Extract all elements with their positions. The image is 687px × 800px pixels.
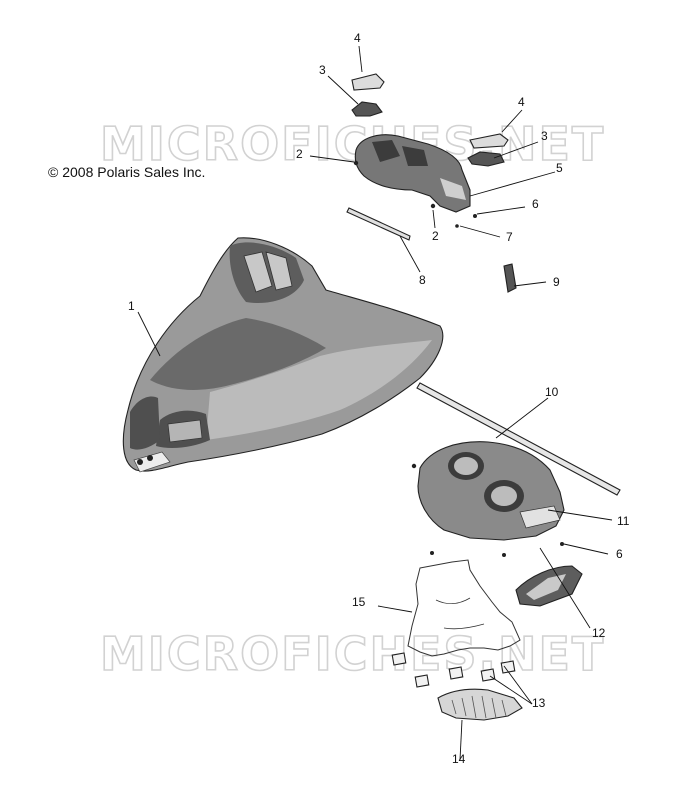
svg-text:MICROFICHES.NET: MICROFICHES.NET xyxy=(100,117,605,171)
callout-14: 14 xyxy=(452,752,466,766)
callout-12: 12 xyxy=(592,626,606,640)
copyright-notice: © 2008 Polaris Sales Inc. xyxy=(48,164,206,180)
callout-15: 15 xyxy=(352,595,366,609)
trim-bracket-3b xyxy=(467,151,505,167)
rivet-6b xyxy=(560,542,564,546)
trim-strip-8 xyxy=(346,207,411,241)
callout-13: 13 xyxy=(532,696,546,710)
inner-panel-part xyxy=(411,441,565,557)
vent-duct-12 xyxy=(515,565,583,607)
callout-5: 5 xyxy=(556,161,563,175)
callout-3b: 3 xyxy=(541,129,548,143)
watermark-bottom: MICROFICHES.NET xyxy=(99,626,605,682)
callout-11: 11 xyxy=(617,514,630,528)
callout-6a: 6 xyxy=(532,197,539,211)
callout-4a: 4 xyxy=(354,31,361,45)
grille-14 xyxy=(437,688,523,721)
trim-cap-4b xyxy=(469,133,509,149)
dash-panel-part xyxy=(354,134,471,213)
screw-2b xyxy=(430,203,436,209)
rivet-6a xyxy=(473,214,477,218)
callout-3a: 3 xyxy=(319,63,326,77)
callout-8: 8 xyxy=(419,273,426,287)
watermark-top: MICROFICHES.NET xyxy=(99,116,605,172)
latch-9 xyxy=(503,263,517,293)
callout-9: 9 xyxy=(553,275,560,289)
callout-1: 1 xyxy=(128,299,135,313)
leader-lines xyxy=(137,45,613,761)
clip-7 xyxy=(455,224,459,228)
screw-2a xyxy=(353,160,359,166)
callout-numbers: 4 3 4 3 2 5 6 2 7 8 9 1 10 11 6 15 12 13… xyxy=(128,31,630,766)
callout-6b: 6 xyxy=(616,547,623,561)
liner-part-15 xyxy=(407,559,521,657)
callout-2a: 2 xyxy=(296,147,303,161)
trim-bracket-3a xyxy=(351,101,383,117)
hood-part xyxy=(122,237,444,473)
foam-pads-13 xyxy=(391,652,516,688)
callout-7: 7 xyxy=(506,230,513,244)
callout-10: 10 xyxy=(545,385,559,399)
svg-text:MICROFICHES.NET: MICROFICHES.NET xyxy=(100,627,605,681)
trim-strip-10 xyxy=(416,382,621,496)
trim-cap-4a xyxy=(351,73,385,91)
callout-4b: 4 xyxy=(518,95,525,109)
callout-2b: 2 xyxy=(432,229,439,243)
